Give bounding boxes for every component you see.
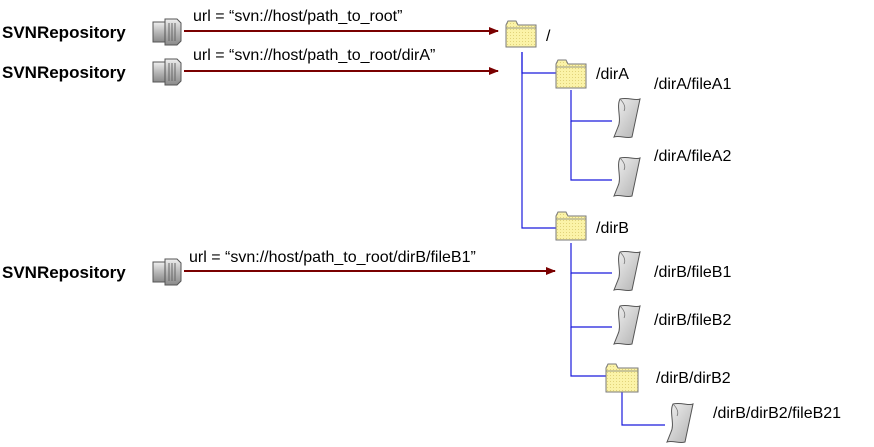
repository-row-1: SVNRepository url = “svn://host/path_to_…: [2, 8, 402, 46]
dirB2-to-fileB21-line: [621, 392, 665, 426]
folder-icon: [505, 20, 537, 48]
root-to-dirA-line: [521, 52, 556, 74]
folder-icon: [555, 211, 587, 241]
node-label: /dirA: [596, 66, 629, 83]
repository-row-3: SVNRepository url = “svn://host/path_to_…: [2, 249, 476, 286]
plug-connector-icon: [152, 58, 182, 86]
tree-node-root: /: [505, 20, 551, 48]
tree-node-fileA1: /dirA/fileA1: [613, 76, 731, 139]
node-label: /dirB/fileB2: [654, 312, 731, 329]
dirA-to-fileA2-line: [570, 121, 612, 181]
repository-label: SVNRepository: [2, 63, 126, 82]
tree-node-fileB2: /dirB/fileB2: [613, 304, 731, 346]
tree-connectors: [521, 52, 665, 426]
dirB-to-dirB2-line: [570, 327, 606, 377]
repository-row-2: SVNRepository url = “svn://host/path_to_…: [2, 47, 435, 86]
file-icon: [613, 156, 641, 198]
file-icon: [666, 402, 694, 444]
tree-node-fileB1: /dirB/fileB1: [613, 250, 731, 292]
node-label: /dirA/fileA1: [654, 76, 731, 93]
plug-connector-icon: [152, 258, 182, 286]
file-icon: [613, 97, 641, 139]
node-label: /dirB/dirB2: [656, 370, 731, 387]
node-label: /dirA/fileA2: [654, 148, 731, 165]
tree-node-fileB21: /dirB/dirB2/fileB21: [666, 402, 841, 444]
node-label: /dirB: [596, 220, 629, 237]
tree-node-dirB2: /dirB/dirB2: [605, 363, 731, 393]
repository-label: SVNRepository: [2, 23, 126, 42]
tree-node-fileA2: /dirA/fileA2: [613, 148, 731, 198]
repository-label: SVNRepository: [2, 263, 126, 282]
node-label: /dirB/dirB2/fileB21: [713, 405, 841, 422]
url-label: url = “svn://host/path_to_root”: [193, 8, 402, 25]
tree-node-dirB: /dirB: [555, 211, 629, 241]
file-icon: [613, 250, 641, 292]
url-label: url = “svn://host/path_to_root/dirA”: [193, 47, 435, 64]
url-label: url = “svn://host/path_to_root/dirB/file…: [189, 249, 476, 266]
file-icon: [613, 304, 641, 346]
folder-icon: [555, 59, 587, 89]
root-to-dirB-line: [521, 52, 556, 229]
dirA-to-fileA1-line: [570, 90, 612, 122]
url-arrows: [184, 27, 556, 275]
dirB-to-fileB1-line: [570, 243, 612, 274]
folder-icon: [605, 363, 639, 393]
dirB-to-fileB2-line: [570, 273, 612, 328]
tree-node-dirA: /dirA: [555, 59, 629, 89]
node-label: /: [546, 28, 551, 45]
node-label: /dirB/fileB1: [654, 264, 731, 281]
plug-connector-icon: [152, 18, 182, 46]
